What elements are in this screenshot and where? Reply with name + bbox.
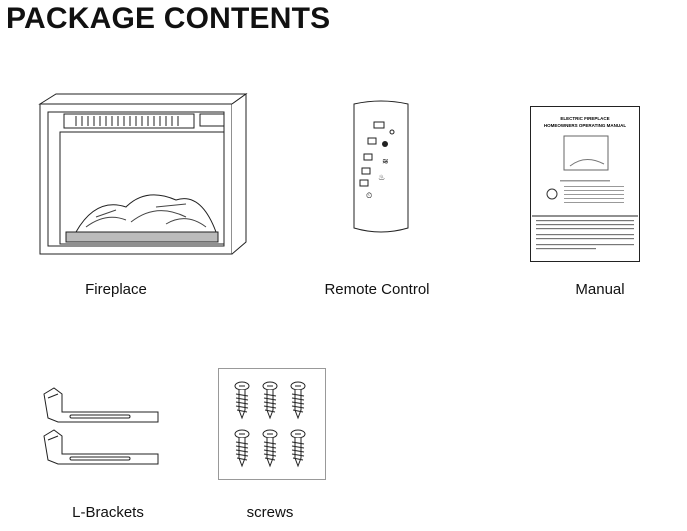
l-brackets-illustration xyxy=(43,387,159,465)
manual-illustration: ELECTRIC FIREPLACE HOMEOWNERS OPERATING … xyxy=(530,106,640,262)
remote-control-illustration: ≋ ♨ ⏲ xyxy=(353,100,409,233)
item-label-manual: Manual xyxy=(575,281,625,298)
page-title: PACKAGE CONTENTS xyxy=(6,2,331,35)
item-label-screws: screws xyxy=(246,504,294,521)
svg-text:⏲: ⏲ xyxy=(366,191,372,200)
manual-cover-line1: ELECTRIC FIREPLACE xyxy=(560,116,609,121)
screws-illustration xyxy=(218,368,326,480)
item-label-l-brackets: L-Brackets xyxy=(72,504,144,521)
item-label-fireplace: Fireplace xyxy=(85,281,147,298)
item-label-remote-control: Remote Control xyxy=(324,281,430,298)
fireplace-illustration xyxy=(38,93,248,255)
svg-text:♨: ♨ xyxy=(378,173,385,182)
svg-text:≋: ≋ xyxy=(382,157,389,166)
manual-cover-line2: HOMEOWNERS OPERATING MANUAL xyxy=(544,123,626,128)
